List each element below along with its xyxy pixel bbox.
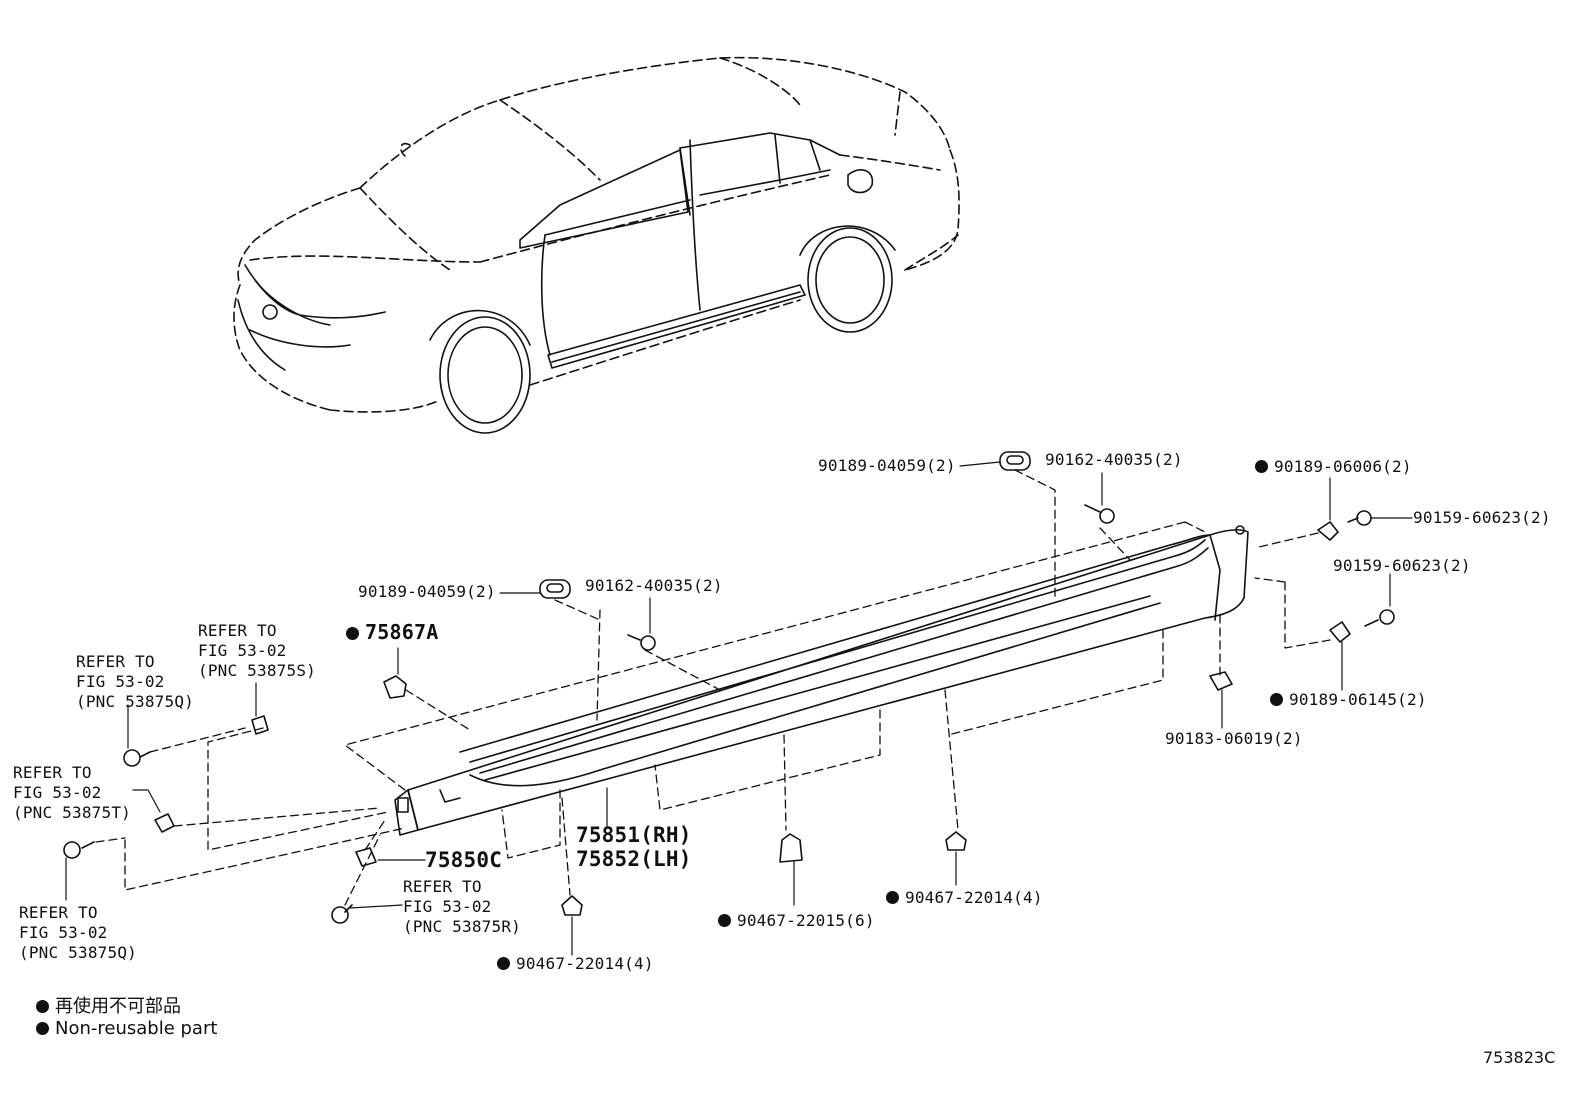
refer-53875Q-bottom: REFER TO FIG 53-02 (PNC 53875Q) [19,903,137,962]
refer-53875T: REFER TO FIG 53-02 (PNC 53875T) [13,763,131,822]
non-reusable-dot-icon [1255,460,1268,473]
label-90159-60623-upper: 90159-60623(2) [1413,508,1551,527]
label-75852-lh: 75852(LH) [576,847,692,871]
fasteners [63,451,1395,924]
legend-jp: 再使用不可部品 [36,992,181,1018]
leader-lines [65,461,1413,956]
label-90467-22014-right-text: 90467-22014(4) [905,888,1043,907]
non-reusable-dot-icon [886,891,899,904]
non-reusable-dot-icon [346,627,359,640]
diagram-code: 753823C [1483,1048,1556,1067]
non-reusable-dot-icon [718,914,731,927]
legend-en-text: Non-reusable part [55,1018,218,1039]
label-90467-22014-left-text: 90467-22014(4) [516,954,654,973]
car-illustration [233,56,960,434]
label-90467-22014-right: 90467-22014(4) [886,888,1043,908]
label-90189-06145: 90189-06145(2) [1270,690,1427,710]
legend-dot-icon [36,1022,49,1035]
label-90467-22015-text: 90467-22015(6) [737,911,875,930]
label-75867A-text: 75867A [365,620,439,644]
label-75850C: 75850C [425,848,503,872]
label-90162-40035-lower: 90162-40035(2) [585,576,723,595]
label-75851-rh: 75851(RH) [576,823,692,847]
label-90189-06145-text: 90189-06145(2) [1289,690,1427,709]
legend-en: Non-reusable part [36,1018,217,1039]
label-90189-06006: 90189-06006(2) [1255,457,1412,477]
legend-dot-icon [36,1000,49,1013]
refer-53875R: REFER TO FIG 53-02 (PNC 53875R) [403,877,521,936]
label-90183-06019: 90183-06019(2) [1165,729,1303,748]
label-90162-40035-upper: 90162-40035(2) [1045,450,1183,469]
legend-jp-text: 再使用不可部品 [55,996,181,1017]
guide-lines [95,469,1331,906]
rocker-panel [394,525,1249,836]
label-90467-22015: 90467-22015(6) [718,911,875,931]
label-90189-04059-upper: 90189-04059(2) [818,456,956,475]
refer-53875S: REFER TO FIG 53-02 (PNC 53875S) [198,621,316,680]
non-reusable-dot-icon [1270,693,1283,706]
non-reusable-dot-icon [497,957,510,970]
label-90159-60623-lower: 90159-60623(2) [1333,556,1471,575]
label-90189-06006-text: 90189-06006(2) [1274,457,1412,476]
label-90467-22014-left: 90467-22014(4) [497,954,654,974]
refer-53875Q-top: REFER TO FIG 53-02 (PNC 53875Q) [76,652,194,711]
label-75867A: 75867A [346,620,438,644]
label-90189-04059-lower: 90189-04059(2) [358,582,496,601]
